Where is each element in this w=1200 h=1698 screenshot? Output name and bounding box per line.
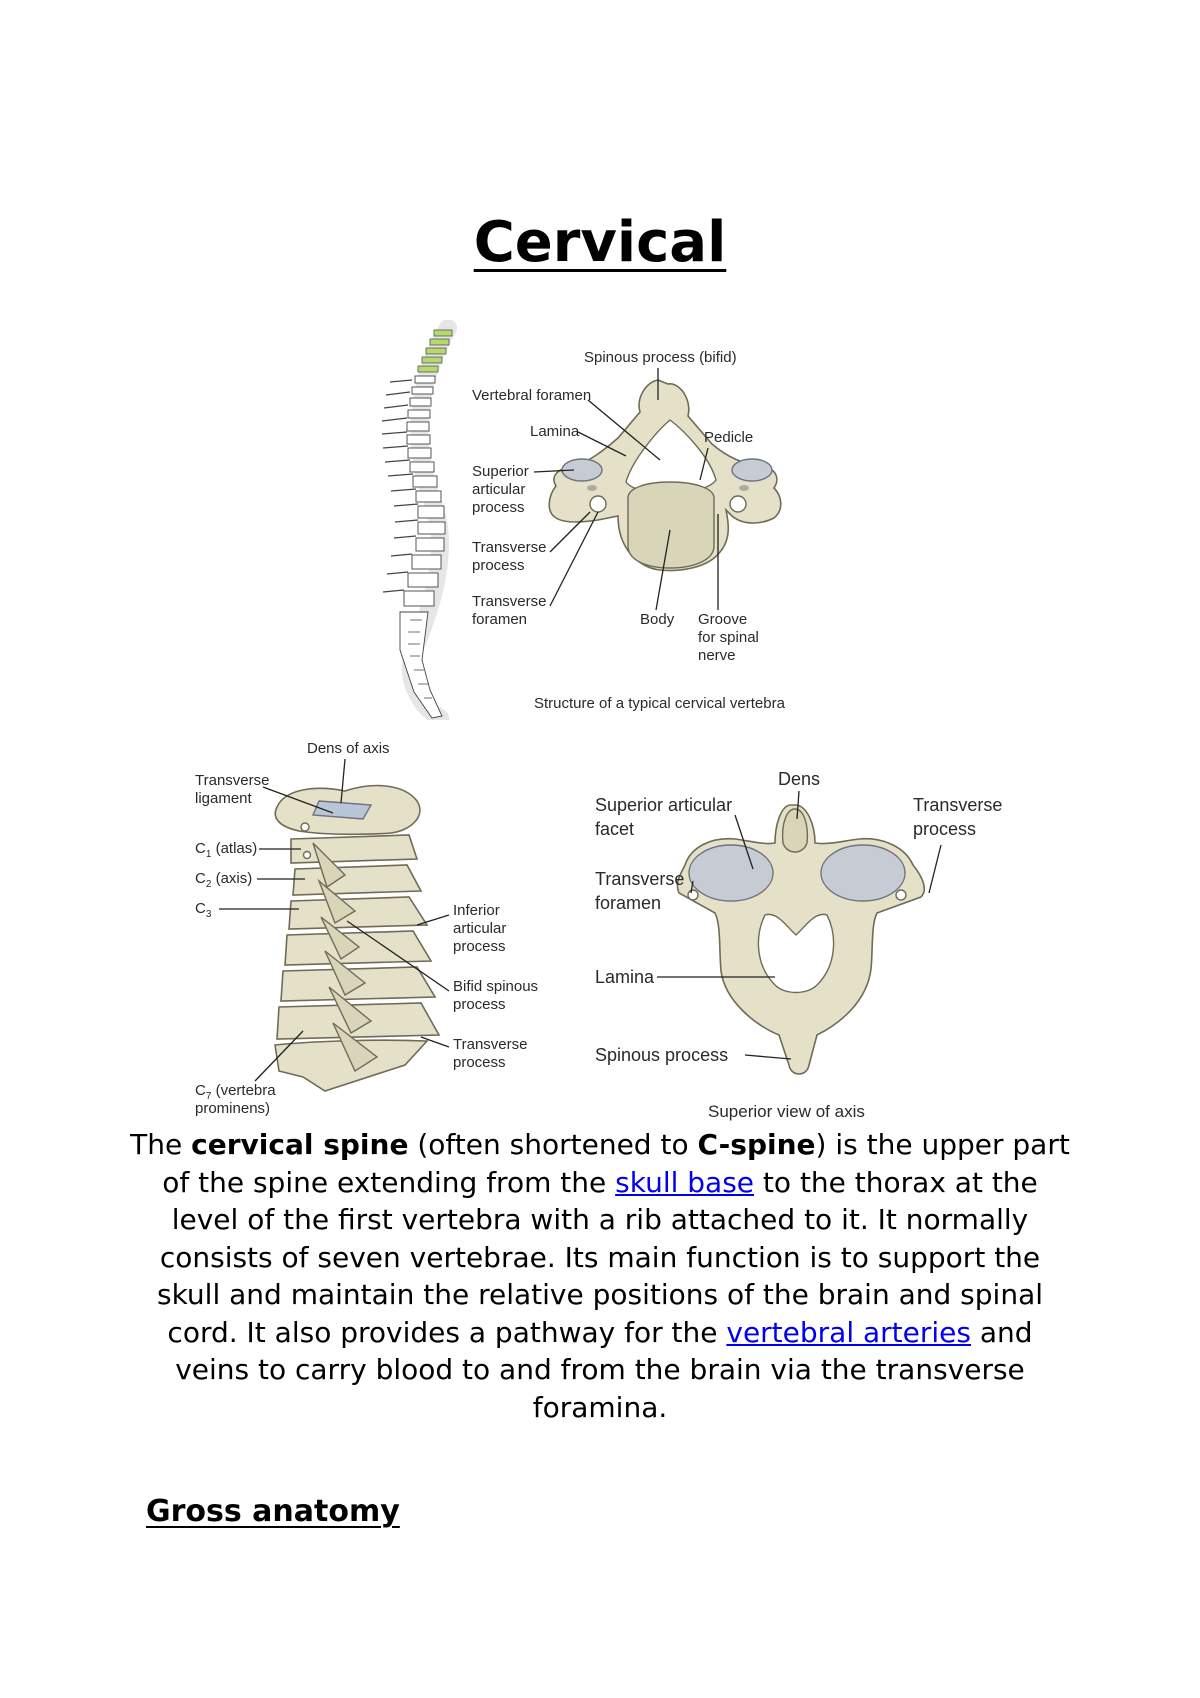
label-superior-facet-1: Superior articular	[595, 795, 732, 815]
label-body: Body	[640, 611, 675, 628]
figure-typical-cervical-vertebra: Spinous process (bifid) Vertebral forame…	[370, 320, 870, 720]
text: (often shortened to	[408, 1128, 698, 1161]
label-transverse-foramen-2: foramen	[472, 611, 527, 628]
figure-cervical-column: Dens of axis Transverse ligament C1 (atl…	[195, 735, 565, 1130]
text: and veins to carry blood to and from the…	[175, 1315, 1033, 1424]
text: to the thorax at the level of the first …	[156, 1165, 1044, 1349]
cervical-column	[274, 784, 441, 1092]
label-superior-articular-3: process	[472, 499, 525, 516]
label-inferior-articular-3: process	[453, 938, 506, 955]
label-transverse-ligament-1: Transverse	[195, 772, 269, 789]
label-transverse-process-1: Transverse	[472, 539, 546, 556]
spine-side-view	[381, 320, 457, 720]
term-cervical-spine: cervical spine	[191, 1128, 409, 1161]
figure-superior-view-axis: Dens Superior articular facet Transverse…	[595, 765, 1025, 1125]
text: ) is the upper part of the spine extendi…	[162, 1128, 1070, 1199]
label-superior-articular-2: articular	[472, 481, 525, 498]
label-transverse-2: process	[453, 1054, 506, 1071]
label-transverse-process-1: Transverse	[913, 795, 1002, 815]
label-transverse-foramen-2: foramen	[595, 893, 661, 913]
label-transverse-process-2: process	[913, 819, 976, 839]
term-c-spine: C-spine	[697, 1128, 816, 1161]
typical-vertebra-diagram: Spinous process (bifid) Vertebral forame…	[381, 320, 786, 720]
label-bifid-spinous-1: Bifid spinous	[453, 978, 538, 995]
label-transverse-1: Transverse	[453, 1036, 527, 1053]
label-spinous-process: Spinous process (bifid)	[584, 349, 737, 366]
label-superior-articular-1: Superior	[472, 463, 529, 480]
label-lamina: Lamina	[530, 423, 580, 440]
label-c2: C2 (axis)	[195, 870, 252, 890]
label-transverse-ligament-2: ligament	[195, 790, 253, 807]
label-superior-facet-2: facet	[595, 819, 634, 839]
text: The	[130, 1128, 192, 1161]
link-skull-base[interactable]: skull base	[615, 1165, 755, 1199]
label-inferior-articular-1: Inferior	[453, 902, 500, 919]
label-transverse-process-2: process	[472, 557, 525, 574]
cervical-column-diagram: Dens of axis Transverse ligament C1 (atl…	[195, 740, 538, 1117]
label-dens-of-axis: Dens of axis	[307, 740, 390, 757]
label-bifid-spinous-2: process	[453, 996, 506, 1013]
section-heading-gross-anatomy: Gross anatomy	[146, 1494, 400, 1529]
figure3-caption: Superior view of axis	[708, 1102, 865, 1121]
label-c1: C1 (atlas)	[195, 840, 257, 860]
axis-vertebra	[676, 804, 926, 1075]
label-groove-3: nerve	[698, 647, 736, 664]
label-inferior-articular-2: articular	[453, 920, 506, 937]
label-lamina: Lamina	[595, 967, 655, 987]
typical-vertebra	[548, 379, 782, 572]
label-c3: C3	[195, 900, 212, 920]
axis-superior-diagram: Dens Superior articular facet Transverse…	[595, 769, 1002, 1121]
intro-paragraph: The cervical spine (often shortened to C…	[130, 1126, 1070, 1426]
label-groove-1: Groove	[698, 611, 747, 628]
label-groove-2: for spinal	[698, 629, 759, 646]
label-c7-1: C7 (vertebra	[195, 1082, 276, 1102]
figure1-caption: Structure of a typical cervical vertebra	[534, 695, 786, 712]
label-vertebral-foramen: Vertebral foramen	[472, 387, 591, 404]
label-transverse-foramen-1: Transverse	[595, 869, 684, 889]
label-c7-2: prominens)	[195, 1100, 270, 1117]
page-title: Cervical	[473, 210, 727, 275]
label-spinous-process: Spinous process	[595, 1045, 728, 1065]
label-dens: Dens	[778, 769, 820, 789]
label-pedicle: Pedicle	[704, 429, 753, 446]
link-vertebral-arteries[interactable]: vertebral arteries	[726, 1315, 971, 1349]
label-transverse-foramen-1: Transverse	[472, 593, 546, 610]
